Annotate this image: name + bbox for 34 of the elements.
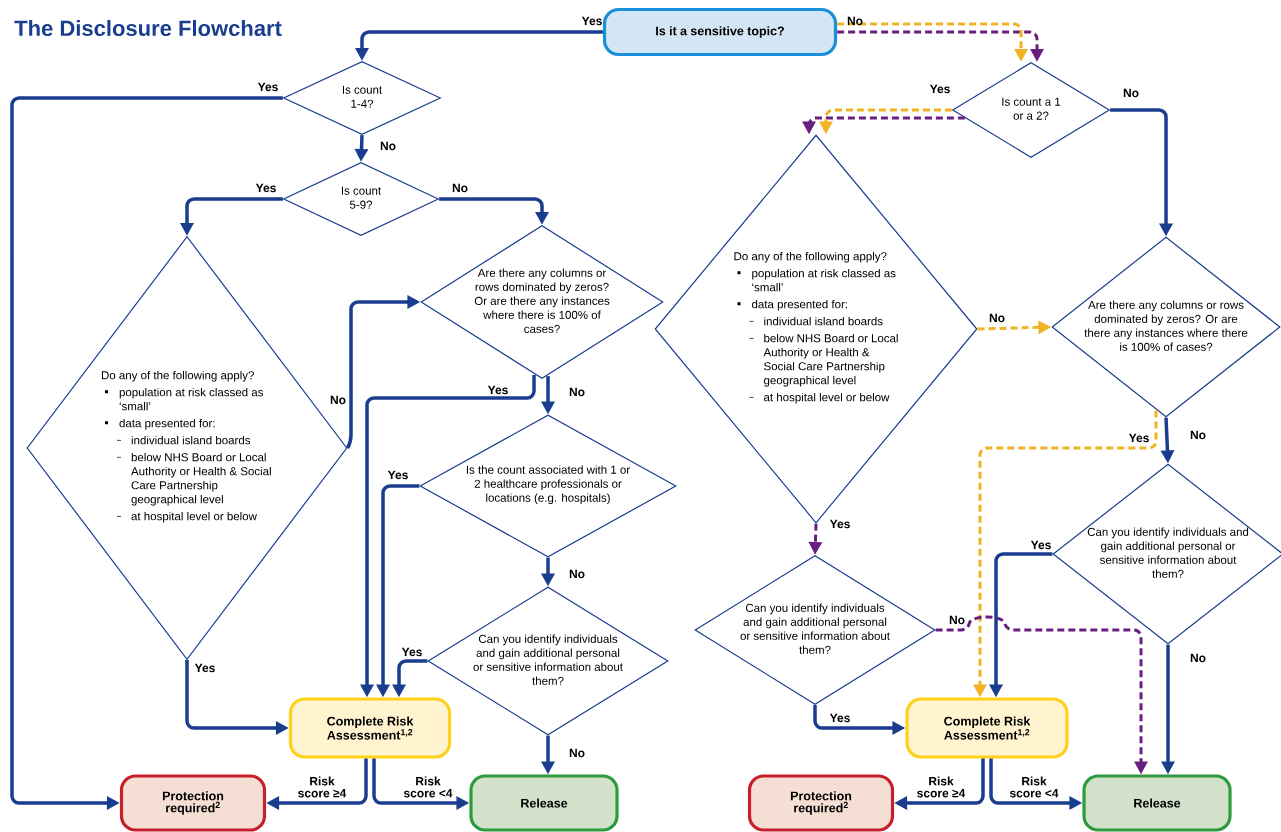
edge-label: Yes xyxy=(829,713,850,723)
edge-label: No xyxy=(569,387,585,397)
edge-label: Risk score ≥4 xyxy=(917,776,966,798)
outcome-box: Protection required$^{2}$ xyxy=(119,774,267,832)
edge-label: Risk score <4 xyxy=(403,776,453,798)
start-box: Is it a sensitive topic? xyxy=(602,7,838,57)
edge-label: No xyxy=(1190,430,1206,440)
edge-label: Yes xyxy=(255,183,276,193)
edge-label: No xyxy=(989,313,1005,323)
edge-label: Yes xyxy=(487,385,508,395)
edge-label: Yes xyxy=(401,647,422,657)
edge-label: Yes xyxy=(929,84,950,94)
edge-label: Yes xyxy=(1030,540,1051,550)
title: The Disclosure Flowchart xyxy=(14,19,282,37)
edge-label: Yes xyxy=(1128,433,1149,443)
edge-label: No xyxy=(569,569,585,579)
edge-label: No xyxy=(330,395,346,405)
edge-label: Yes xyxy=(257,82,278,92)
edge-label: No xyxy=(1190,653,1206,663)
edge-label: No xyxy=(1123,88,1139,98)
outcome-box: Protection required$^{2}$ xyxy=(747,774,895,832)
edge-label: Risk score <4 xyxy=(1009,776,1059,798)
edge-label: No xyxy=(452,183,468,193)
process-box: Complete Risk Assessment$^{1,2}$ xyxy=(905,697,1069,759)
edge-label: No xyxy=(380,141,396,151)
edge-label: Yes xyxy=(387,470,408,480)
edge-label: Risk score ≥4 xyxy=(298,776,347,798)
outcome-box: Release xyxy=(469,774,619,832)
edge-label: No xyxy=(949,615,965,625)
process-box: Complete Risk Assessment$^{1,2}$ xyxy=(288,697,452,759)
outcome-box: Release xyxy=(1082,774,1232,832)
edge-label: No xyxy=(569,748,585,758)
edge-label: Yes xyxy=(581,16,602,26)
edge-label: Yes xyxy=(194,663,215,673)
